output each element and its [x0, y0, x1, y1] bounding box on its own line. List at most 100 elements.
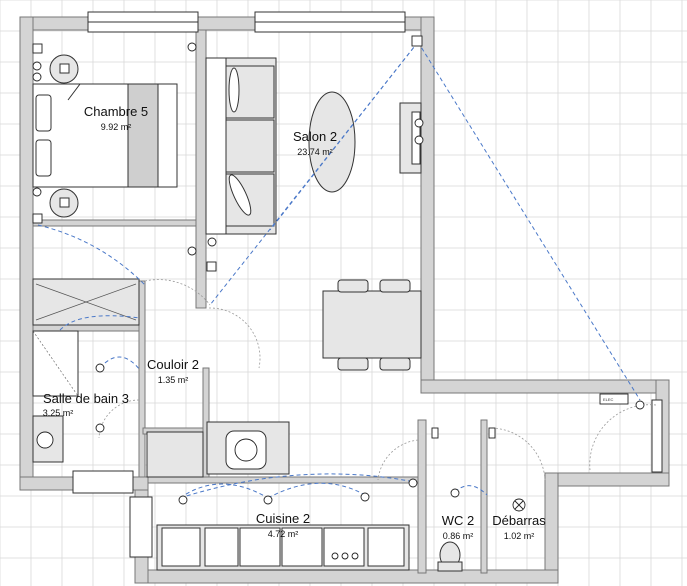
switch-salon [411, 35, 423, 47]
door-debarras [491, 427, 546, 481]
door-entrance [589, 404, 657, 471]
toilet-tank [437, 561, 463, 572]
wall-debarras-bottom [544, 472, 670, 487]
bathroom-fixtures [32, 278, 140, 463]
switch-chambre-2 [32, 213, 43, 224]
entrance-switch [635, 400, 645, 410]
room-name-cuisine: Cuisine 2 [256, 511, 310, 526]
room-area-sdb: 3.25 m² [43, 408, 74, 418]
chair-1 [337, 279, 369, 293]
socket-2 [32, 72, 42, 82]
socket-7 [414, 118, 424, 128]
wall-step [420, 379, 670, 394]
socket-14 [408, 478, 418, 488]
wire-chambre [37, 224, 146, 286]
sink-bowl [36, 431, 54, 449]
switch-corridor [206, 261, 217, 272]
wall-kitchen-top [147, 476, 419, 484]
sofa-cushion-2 [225, 119, 275, 173]
electrical-panel: ELEC [599, 393, 629, 405]
wire-cuisine-1 [179, 473, 416, 499]
switch-chambre-1 [32, 43, 43, 54]
chair-3 [337, 357, 369, 371]
chair-4 [379, 357, 411, 371]
electrical-wiring [37, 41, 641, 499]
pillow-1 [35, 94, 52, 132]
wall-wc-right [480, 419, 488, 574]
wall-debarras-right [544, 472, 559, 584]
wire-to-panel [417, 41, 641, 401]
wall-sdb-top [32, 324, 140, 332]
socket-1 [32, 61, 42, 71]
kitchen-stove [323, 527, 365, 567]
windows [72, 11, 663, 558]
socket-12 [263, 495, 273, 505]
room-name-debarras: Débarras [492, 513, 546, 528]
wire-cuisine-2 [179, 483, 269, 499]
kitchen [156, 524, 410, 571]
socket-4 [187, 42, 197, 52]
door-salon [208, 307, 261, 369]
socket-3 [32, 187, 42, 197]
window-sdb [72, 470, 134, 494]
room-area-chambre: 9.92 m² [101, 122, 132, 132]
dining-table [322, 290, 422, 359]
sofa-pillow-2 [228, 174, 252, 216]
wall-left [19, 16, 34, 491]
wall-sdb-right [138, 280, 146, 478]
door-chambre [144, 279, 211, 306]
washer-drum [234, 438, 258, 462]
electrical-panel-box [599, 393, 629, 405]
sofa-pillow-1 [228, 67, 240, 113]
room-area-salon: 23.74 m² [297, 147, 333, 157]
window-cuisine [129, 496, 153, 558]
wire-sdb-1 [59, 315, 141, 331]
socket-9 [95, 363, 105, 373]
dining-set [322, 279, 422, 371]
wall-chambre-bottom [32, 219, 197, 227]
lamp-top [59, 63, 70, 74]
socket-15 [450, 488, 460, 498]
wall-bottom [134, 569, 559, 584]
kitchen-cabinet-3 [281, 527, 323, 567]
electrical-panel-label: ELEC [603, 397, 614, 402]
room-area-couloir: 1.35 m² [158, 375, 189, 385]
hob [161, 527, 201, 567]
wall-chambre-salon [195, 29, 207, 309]
bed [32, 54, 178, 218]
wire-cuisine-3 [267, 482, 366, 499]
bed-blanket-fold [127, 83, 159, 188]
socket-6 [187, 246, 197, 256]
electrical-symbols [32, 35, 645, 512]
wall-right-salon [420, 16, 435, 384]
wire-couloir [99, 356, 141, 371]
wall-wc-left [417, 419, 427, 574]
room-name-chambre: Chambre 5 [84, 104, 148, 119]
door-cuisine [377, 439, 419, 481]
room-name-wc: WC 2 [442, 513, 475, 528]
socket-10 [95, 423, 105, 433]
closet-box [146, 431, 204, 478]
socket-11 [178, 495, 188, 505]
window-debarras [651, 399, 663, 473]
wire-salon-2 [269, 41, 419, 231]
room-area-debarras: 1.02 m² [504, 531, 535, 541]
room-name-salon: Salon 2 [293, 129, 337, 144]
pillow-2 [35, 139, 52, 177]
chair-2 [379, 279, 411, 293]
kitchen-cabinet-2 [239, 527, 281, 567]
room-area-cuisine: 4.72 m² [268, 529, 299, 539]
room-name-sdb: Salle de bain 3 [43, 391, 129, 406]
socket-8 [414, 135, 424, 145]
sofa [205, 57, 277, 235]
coffee-table [308, 91, 356, 193]
room-labels: Chambre 5 9.92 m² Salon 2 23.74 m² Coulo… [43, 104, 546, 541]
wc-light-1 [431, 427, 439, 439]
sofa-back [205, 57, 227, 235]
socket-13 [360, 492, 370, 502]
kitchen-cabinet-1 [204, 527, 239, 567]
wc-light-2 [488, 427, 496, 439]
fridge [367, 527, 405, 567]
